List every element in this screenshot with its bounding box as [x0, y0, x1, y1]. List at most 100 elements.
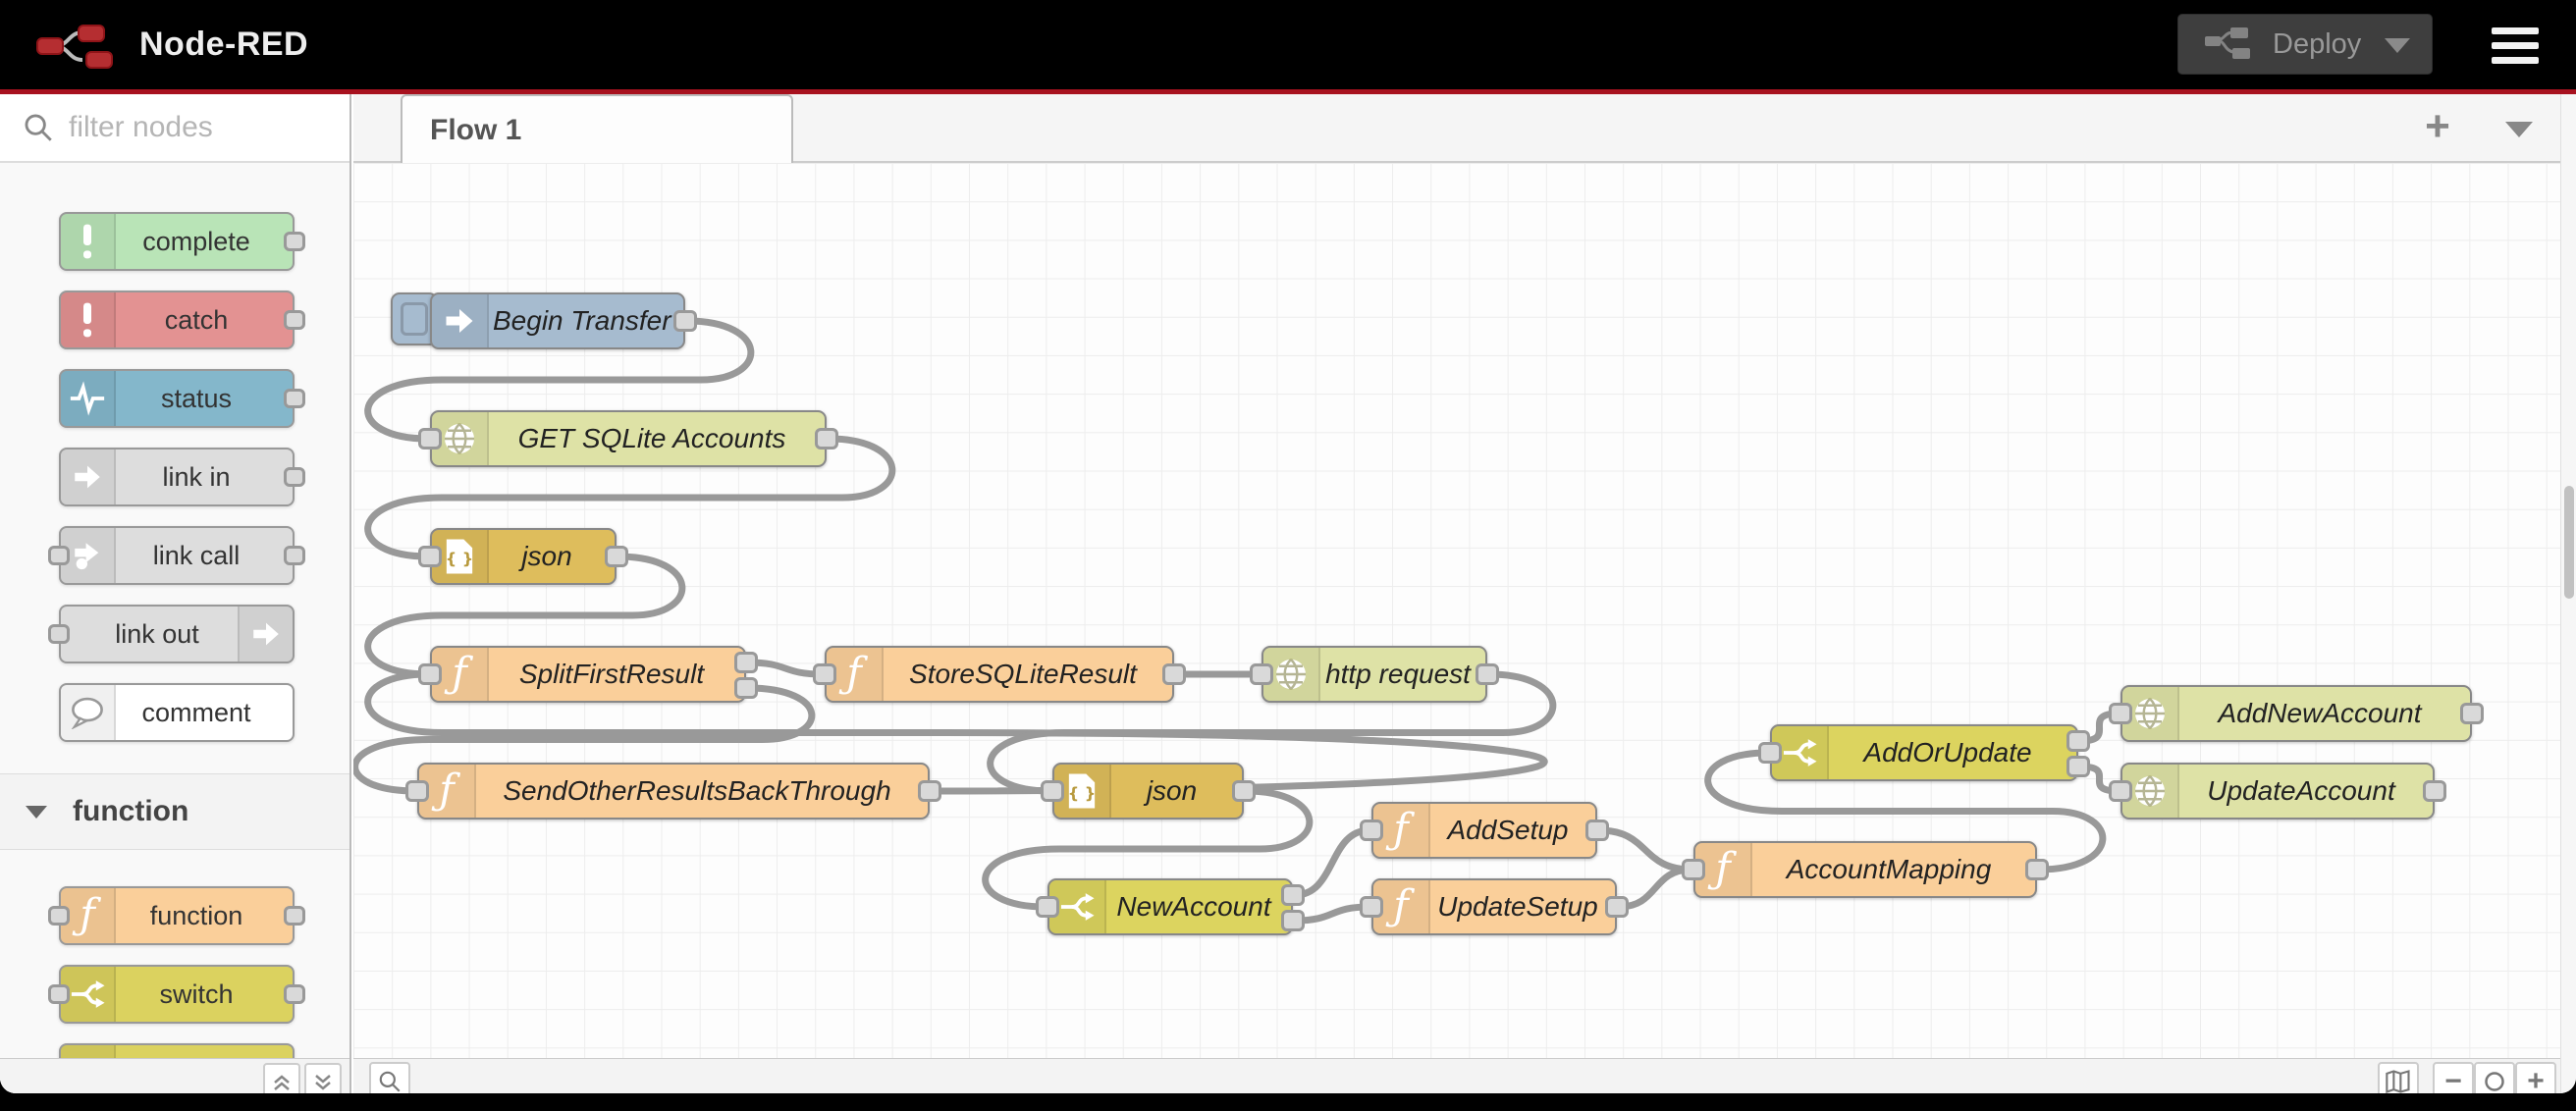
wire-http-to-json2[interactable] — [987, 670, 1557, 795]
palette-node-link-call[interactable]: link call — [48, 526, 305, 585]
input-port[interactable] — [1360, 820, 1383, 841]
json-icon: { } — [432, 530, 489, 583]
input-port[interactable] — [1250, 663, 1273, 685]
flow-list-chevron-icon[interactable] — [2505, 122, 2533, 137]
add-flow-button[interactable]: + — [2425, 102, 2450, 150]
palette-node-status[interactable]: status — [59, 369, 305, 428]
palette-node-complete[interactable]: complete — [59, 212, 305, 271]
flow-node-addor[interactable]: AddOrUpdate — [1758, 724, 2090, 781]
output-port-0[interactable] — [2066, 730, 2090, 752]
palette-section-function[interactable]: function — [0, 773, 349, 850]
wire-new-to-addsetup[interactable] — [1291, 826, 1373, 899]
wire-new-to-updsetup[interactable] — [1291, 903, 1373, 925]
input-port[interactable] — [1682, 859, 1705, 880]
input-port[interactable] — [2109, 703, 2132, 724]
input-port[interactable] — [418, 663, 442, 685]
wire-send-to-split[interactable] — [364, 670, 1548, 795]
flow-node-begin[interactable]: Begin Transfer — [430, 292, 697, 349]
palette-node-comment[interactable]: comment — [59, 683, 295, 742]
wire-json1-to-split[interactable] — [364, 553, 686, 678]
output-port-1[interactable] — [1281, 910, 1305, 931]
zoom-out-button[interactable]: − — [2433, 1062, 2474, 1093]
navigator-button[interactable] — [2378, 1062, 2419, 1093]
main-menu-button[interactable] — [2492, 27, 2539, 65]
output-port-0[interactable] — [1162, 663, 1186, 685]
palette-search[interactable]: filter nodes — [0, 94, 349, 163]
flow-node-label: json — [521, 541, 572, 571]
tab-flow-1[interactable]: Flow 1 — [401, 94, 793, 163]
input-port[interactable] — [1758, 742, 1782, 764]
input-port[interactable] — [1036, 896, 1059, 918]
deploy-button[interactable]: Deploy — [2177, 14, 2433, 75]
zoom-reset-button[interactable] — [2474, 1062, 2515, 1093]
palette-sidebar: filter nodes function complete catch status… — [0, 94, 351, 1093]
flow-node-get[interactable]: GET SQLite Accounts — [418, 410, 838, 467]
output-port-0[interactable] — [734, 652, 758, 673]
palette-expand-all-button[interactable] — [304, 1063, 342, 1093]
palette-node-label: link in — [162, 461, 231, 492]
flow-node-label: AddSetup — [1447, 815, 1569, 845]
output-port-0[interactable] — [1585, 820, 1609, 841]
output-port-0[interactable] — [2460, 703, 2484, 724]
zoom-in-button[interactable]: + — [2515, 1062, 2556, 1093]
wire-mapping-to-addor[interactable] — [1704, 749, 2107, 873]
palette-collapse-all-button[interactable] — [263, 1063, 300, 1093]
svg-text:ƒ: ƒ — [1385, 886, 1415, 927]
output-port-0[interactable] — [1232, 780, 1256, 802]
input-port[interactable] — [405, 780, 429, 802]
output-port-0[interactable] — [673, 310, 697, 332]
output-port-0[interactable] — [2025, 859, 2049, 880]
output-port-0[interactable] — [815, 428, 838, 450]
svg-text:ƒ: ƒ — [72, 895, 101, 936]
palette-node-link-out[interactable]: link out — [48, 605, 295, 663]
input-port[interactable] — [1041, 780, 1064, 802]
output-port-0[interactable] — [2423, 780, 2446, 802]
double-chevron-up-icon — [274, 1075, 290, 1090]
flow-node-http[interactable]: http request — [1250, 646, 1499, 703]
wire-updsetup-to-mapping[interactable] — [1615, 866, 1695, 911]
input-port[interactable] — [418, 546, 442, 567]
wire-get-to-json1[interactable] — [364, 435, 896, 560]
canvas-search-button[interactable] — [369, 1062, 410, 1093]
wire-json2-to-new[interactable] — [982, 787, 1314, 911]
wire-split-to-send[interactable] — [353, 684, 816, 795]
input-port — [48, 906, 70, 926]
output-port-0[interactable] — [1476, 663, 1499, 685]
input-port[interactable] — [418, 428, 442, 450]
input-port[interactable] — [2109, 780, 2132, 802]
palette-node-switch[interactable]: switch — [48, 965, 305, 1024]
input-port[interactable] — [813, 663, 836, 685]
wire-addsetup-to-mapping[interactable] — [1595, 826, 1695, 873]
wire-addor-to-addnew[interactable] — [2076, 710, 2122, 745]
scrollbar-thumb[interactable] — [2564, 486, 2574, 599]
output-port-0[interactable] — [1281, 884, 1305, 906]
flow-node-label: SplitFirstResult — [518, 659, 705, 689]
palette-node-catch[interactable]: catch — [59, 291, 305, 349]
flow-node-new[interactable]: NewAccount — [1036, 878, 1305, 935]
flow-node-addnew[interactable]: AddNewAccount — [2109, 685, 2484, 742]
wire-addor-to-updacct[interactable] — [2076, 763, 2122, 795]
wire-begin-to-get[interactable] — [364, 317, 755, 443]
input-port[interactable] — [1360, 896, 1383, 918]
output-port — [284, 984, 305, 1004]
flow-node-updacct[interactable]: UpdateAccount — [2109, 763, 2446, 820]
flow-node-json2[interactable]: { }json — [1041, 763, 1256, 820]
output-port-0[interactable] — [605, 546, 628, 567]
output-port-1[interactable] — [734, 677, 758, 699]
output-port-0[interactable] — [1605, 896, 1629, 918]
deploy-options-chevron-icon[interactable] — [2385, 38, 2410, 53]
output-port-1[interactable] — [2066, 756, 2090, 777]
flow-node-json1[interactable]: { } json — [418, 528, 628, 585]
canvas-vertical-scrollbar[interactable] — [2560, 94, 2576, 1093]
wire-split-to-store[interactable] — [744, 659, 827, 678]
output-port-0[interactable] — [918, 780, 941, 802]
palette-node-link-in[interactable]: link in — [59, 448, 305, 506]
